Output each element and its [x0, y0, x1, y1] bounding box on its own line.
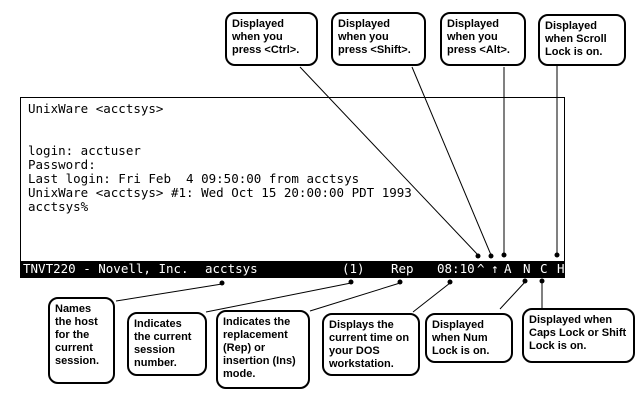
- callout-session-number: Indicates the current session number.: [127, 312, 207, 376]
- connector-host-line: [115, 283, 223, 302]
- terminal-status-bar: TNVT220 - Novell, Inc. acctsys (1) Rep 0…: [21, 261, 565, 277]
- callout-insert-mode: Indicates the replacement (Rep) or inser…: [216, 310, 310, 389]
- status-title: TNVT220 - Novell, Inc.: [23, 261, 189, 276]
- connector-mode-line: [309, 282, 401, 312]
- callout-caps-lock: Displayed when Caps Lock or Shift Lock i…: [522, 308, 635, 363]
- callout-clock: Displays the current time on your DOS wo…: [322, 313, 420, 376]
- caps-lock-indicator-icon: C: [540, 261, 548, 276]
- shift-indicator-icon: ↑: [491, 261, 499, 276]
- ctrl-indicator-icon: ^: [477, 261, 485, 276]
- callout-ctrl-indicator: Displayed when you press <Ctrl>.: [225, 12, 318, 66]
- connector-time-line: [412, 282, 451, 313]
- connector-mode-dot: [397, 279, 403, 285]
- alt-indicator-icon: A: [504, 261, 512, 276]
- connector-num-dot: [522, 278, 528, 284]
- callout-host-name: Names the host for the current session.: [48, 297, 115, 384]
- status-insert-mode: Rep: [391, 261, 414, 276]
- connector-caps-dot: [539, 278, 545, 284]
- callout-scroll-lock: Displayed when Scroll Lock is on.: [538, 14, 626, 66]
- connector-num-line: [499, 281, 526, 310]
- status-host-name: acctsys: [205, 261, 258, 276]
- terminal-screen-text: UnixWare <acctsys> login: acctuser Passw…: [28, 101, 412, 214]
- callout-alt-indicator: Displayed when you press <Alt>.: [440, 12, 526, 66]
- callout-num-lock: Displayed when Num Lock is on.: [425, 313, 513, 363]
- terminal-window: UnixWare <acctsys> login: acctuser Passw…: [20, 97, 565, 278]
- scroll-lock-indicator-icon: H: [557, 261, 565, 276]
- connector-session-dot: [348, 279, 354, 285]
- connector-host-dot: [219, 280, 225, 286]
- connector-session-line: [205, 282, 352, 313]
- callout-shift-indicator: Displayed when you press <Shift>.: [331, 12, 426, 66]
- status-clock: 08:10: [437, 261, 475, 276]
- num-lock-indicator-icon: N: [523, 261, 531, 276]
- connector-time-dot: [447, 279, 453, 285]
- terminal-screen[interactable]: UnixWare <acctsys> login: acctuser Passw…: [21, 98, 564, 261]
- status-session-number: (1): [342, 261, 365, 276]
